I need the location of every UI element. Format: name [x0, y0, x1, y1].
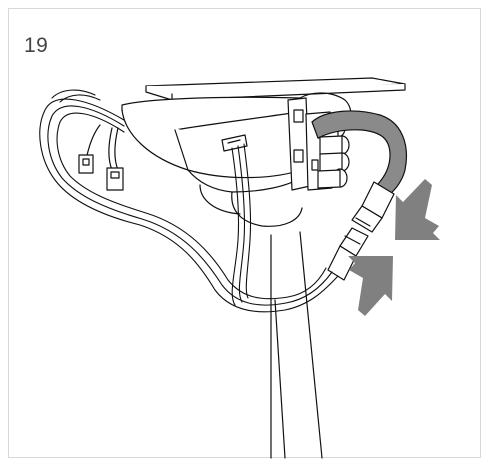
desk-leg — [270, 231, 323, 459]
step-number: 19 — [24, 34, 49, 57]
top-plate — [145, 77, 406, 101]
connect-arrows-icon — [348, 179, 440, 316]
left-plugs — [78, 124, 124, 191]
plug-pair — [327, 181, 395, 281]
controller-housing — [121, 96, 307, 227]
inner-cable — [231, 143, 252, 306]
front-port — [221, 134, 248, 152]
cable-loop — [39, 89, 339, 313]
